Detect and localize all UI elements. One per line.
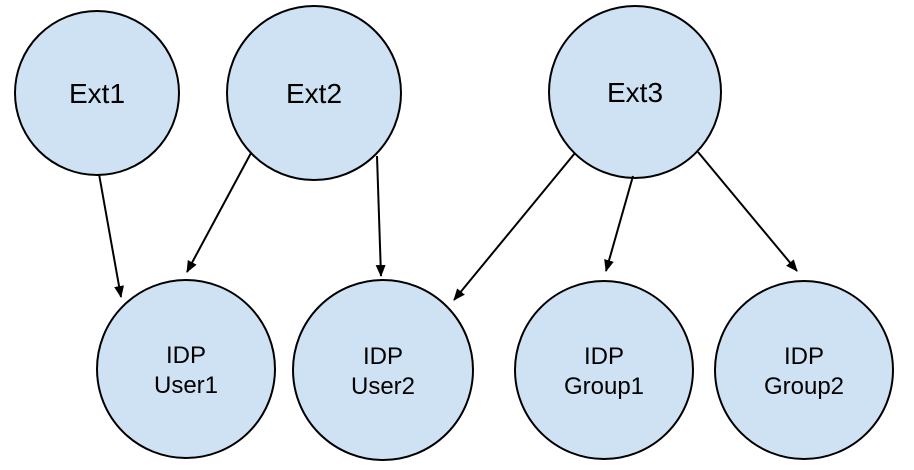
node-circle-ext1 (14, 10, 180, 176)
node-ext3: Ext3 (548, 5, 722, 179)
edge-ext2-user1 (186, 152, 252, 273)
node-circle-ext3 (548, 5, 722, 179)
edge-ext1-user1 (98, 173, 124, 298)
edge-ext3-group1 (604, 175, 634, 272)
node-ext1: Ext1 (14, 10, 180, 176)
edge-ext3-user2 (453, 152, 576, 301)
edge-ext2-user2 (375, 155, 386, 277)
node-circle-group2 (714, 280, 894, 460)
node-circle-user1 (96, 279, 276, 459)
node-label-ext2: Ext2 (286, 78, 342, 109)
node-circle-group1 (514, 280, 694, 460)
node-label-ext3: Ext3 (607, 77, 663, 108)
node-circle-user2 (292, 279, 474, 461)
node-label-ext1: Ext1 (69, 78, 125, 109)
node-circle-ext2 (226, 5, 402, 181)
node-ext2: Ext2 (226, 5, 402, 181)
edge-ext3-group2 (697, 151, 798, 272)
